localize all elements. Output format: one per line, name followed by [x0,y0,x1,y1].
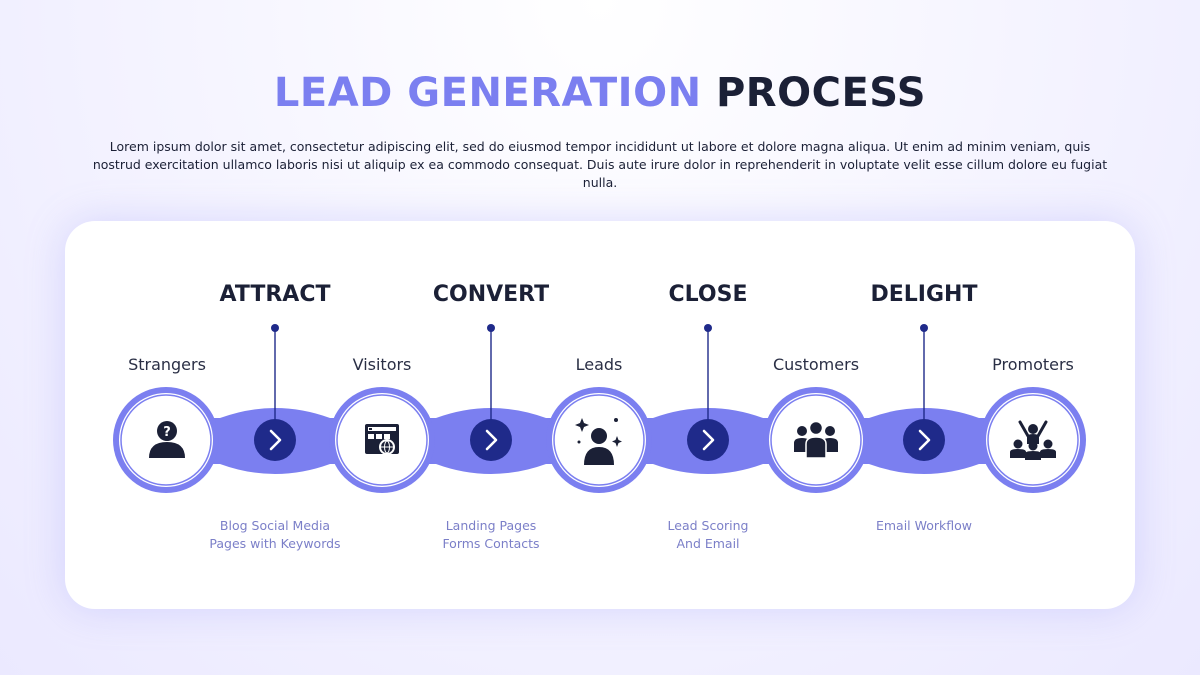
node-label-customers: Customers [772,355,860,374]
stage-desc-close: Lead Scoring And Email [608,517,808,553]
cheering-crowd-icon [1010,420,1056,460]
chevron-right-icon [269,429,282,451]
group-icon [794,420,838,459]
stage-desc-delight: Email Workflow [824,517,1024,535]
stage-desc-line: Email Workflow [875,518,973,533]
stage-label-delight: DELIGHT [870,282,978,307]
person-question-icon: ? [149,421,185,458]
title-dark: PROCESS [715,70,927,116]
chevron-right-icon [485,429,498,451]
stage-desc-line: Pages with Keywords [209,536,341,551]
stage-desc-line: And Email [676,536,740,551]
chevron-right-icon [918,429,931,451]
person-sparkle-icon [575,418,622,465]
node-label-leads: Leads [575,355,623,374]
stage-arrow-4 [903,419,945,461]
chevron-right-icon [702,429,715,451]
stage-arrow-3 [687,419,729,461]
page-subtitle: Lorem ipsum dolor sit amet, consectetur … [92,139,1108,190]
node-leads [546,387,652,493]
stage-arrow-1 [254,419,296,461]
web-browser-icon [365,424,399,455]
stage-desc-line: Landing Pages [445,518,537,533]
stage-label-attract: ATTRACT [219,282,331,307]
svg-text:?: ? [163,425,171,440]
stage-desc-line: Blog Social Media [219,518,331,533]
stage-label-convert: CONVERT [432,282,550,307]
stage-desc-attract: Blog Social Media Pages with Keywords [175,517,375,553]
stage-desc-convert: Landing Pages Forms Contacts [391,517,591,553]
stage-arrow-2 [470,419,512,461]
stage-connector-2 [487,324,495,421]
stage-connector-4 [920,324,928,421]
node-strangers: ? [113,387,219,493]
band-waist-1 [220,408,330,474]
stage-connector-1 [271,324,279,421]
stage-desc-line: Forms Contacts [442,536,540,551]
stage-desc-line: Lead Scoring [667,518,749,533]
title-accent: LEAD GENERATION [273,70,702,116]
stage-connector-3 [704,324,712,421]
node-customers [763,387,869,493]
node-label-visitors: Visitors [352,355,412,374]
stage-label-close: CLOSE [668,282,748,307]
page-title: LEAD GENERATION PROCESS [0,70,1200,116]
node-label-strangers: Strangers [128,355,206,374]
node-label-promoters: Promoters [992,355,1074,374]
node-visitors [329,387,435,493]
node-promoters [980,387,1086,493]
